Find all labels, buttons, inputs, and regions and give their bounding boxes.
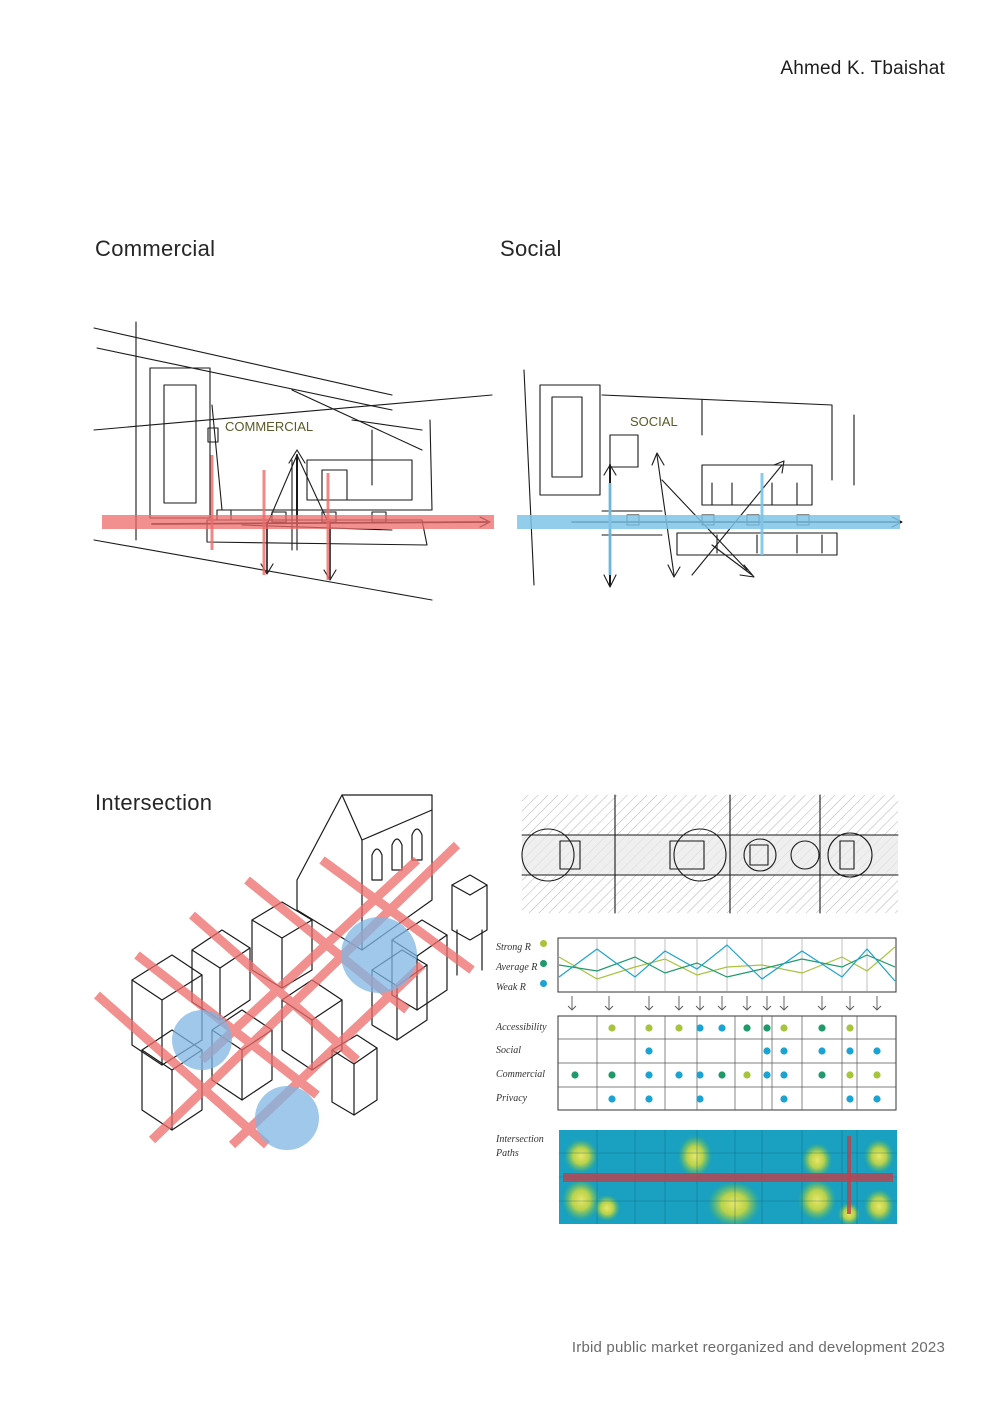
- plan-sketch: [521, 794, 899, 914]
- legend-average-dot: [540, 960, 547, 967]
- row-label-privacy: Privacy: [496, 1093, 528, 1104]
- arrow-row: [567, 996, 882, 1011]
- legend: Strong R Average R Weak R: [496, 937, 556, 997]
- social-path-band: [517, 515, 900, 529]
- matrix-dots: [571, 1024, 881, 1103]
- intersection-sketch: [94, 794, 488, 1150]
- intersection-paths-label-line2: Paths: [496, 1148, 519, 1159]
- row-label-accessibility: Accessibility: [496, 1022, 547, 1033]
- social-heading: Social: [500, 236, 562, 261]
- intersection-node-2: [172, 1010, 232, 1070]
- legend-item-weak: Weak R: [496, 977, 556, 997]
- heatmap-cross-path: [847, 1136, 851, 1214]
- intersection-heading: Intersection: [95, 790, 213, 815]
- commercial-path-band: [102, 515, 494, 529]
- social-sketch-label: SOCIAL: [630, 414, 678, 429]
- intersection-node-1: [341, 917, 417, 993]
- heatmap-main-path: [563, 1173, 893, 1182]
- relation-matrix: [557, 1015, 897, 1111]
- intersection-node-3: [255, 1086, 319, 1150]
- commercial-sketch: COMMERCIAL: [93, 321, 494, 601]
- row-label-commercial: Commercial: [496, 1069, 546, 1080]
- legend-average-label: Average R: [496, 962, 538, 973]
- social-sketch: SOCIAL: [517, 369, 903, 588]
- legend-item-average: Average R: [496, 957, 556, 977]
- legend-strong-label: Strong R: [496, 942, 531, 953]
- legend-weak-label: Weak R: [496, 982, 526, 993]
- legend-weak-dot: [540, 980, 547, 987]
- commercial-heading: Commercial: [95, 236, 216, 261]
- relation-line-graph: [557, 937, 897, 993]
- intersection-paths-label-line1: Intersection: [496, 1134, 544, 1145]
- legend-strong-dot: [540, 940, 547, 947]
- footer-caption: Irbid public market reorganized and deve…: [571, 1339, 945, 1356]
- row-label-social: Social: [496, 1045, 521, 1056]
- intersection-heatmap: [559, 1130, 897, 1224]
- legend-item-strong: Strong R: [496, 937, 556, 957]
- intersection-paths-label: Intersection Paths: [496, 1133, 544, 1161]
- author-name: Ahmed K. Tbaishat: [780, 58, 945, 79]
- commercial-sketch-label: COMMERCIAL: [225, 419, 313, 434]
